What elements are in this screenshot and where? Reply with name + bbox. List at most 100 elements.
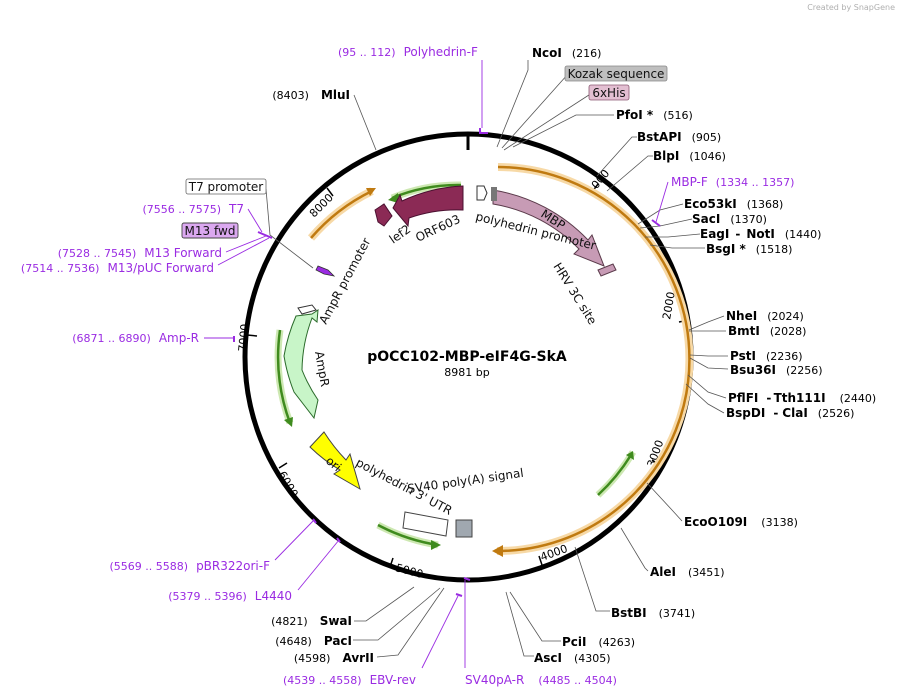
tick-label-6000: 6000 <box>275 469 300 500</box>
primer-mark-sv40pa-r[interactable] <box>463 577 471 581</box>
t7-promoter-label: T7 promoter <box>188 180 264 194</box>
tick-4000 <box>538 555 543 566</box>
leader-psti <box>689 354 728 357</box>
orange-arc-small-head[interactable] <box>366 188 376 196</box>
enzyme-eagi-noti[interactable]: EagI-NotI(1440) <box>700 227 821 241</box>
leader-l4440 <box>297 539 340 591</box>
leader-asci <box>505 591 534 657</box>
primer-mark-polyhedrin-f[interactable] <box>479 128 488 134</box>
orf603-label: ORF603 <box>413 212 462 245</box>
leader-t7-promoter <box>265 188 314 269</box>
m13-fwd-box[interactable] <box>181 222 239 239</box>
kozak-label: Kozak sequence <box>568 67 665 81</box>
enzyme-paci[interactable]: (4648)PacI <box>275 634 352 648</box>
orange-arc-head-large[interactable] <box>492 545 503 557</box>
primer-sv40pa-r[interactable]: SV40pA-R(4485 .. 4504) <box>465 673 617 687</box>
leader-bstbi <box>574 546 610 612</box>
enzyme-psti[interactable]: PstI(2236) <box>730 349 803 363</box>
enzyme-pflfi-tth111i[interactable]: PflFI-Tth111I(2440) <box>728 391 876 405</box>
enzyme-eco53ki[interactable]: Eco53kI(1368) <box>684 197 783 211</box>
enzyme-alei[interactable]: AleI(3451) <box>650 565 725 579</box>
primer-mark-mbp-f[interactable] <box>651 219 661 227</box>
tick-5000 <box>389 557 394 568</box>
leader-avrii <box>376 587 445 658</box>
green-arc-right-head[interactable] <box>626 451 634 460</box>
enzyme-asci[interactable]: AscI(4305) <box>534 651 611 665</box>
ampr-label: AmpR <box>312 350 332 388</box>
enzyme-bsgi[interactable]: BsgI *(1518) <box>706 242 792 256</box>
leader-nhei <box>688 315 725 331</box>
enzyme-bspdi-clai[interactable]: BspDI-ClaI(2526) <box>726 406 854 420</box>
enzyme-pfoi[interactable]: PfoI *(516) <box>616 108 693 122</box>
enzyme-ecoo109i[interactable]: EcoO109I(3138) <box>684 515 798 529</box>
m13-fwd-label: M13 fwd <box>185 224 236 238</box>
polyhedrin-utr-feature[interactable] <box>402 511 449 537</box>
mbp-feature[interactable] <box>492 189 605 267</box>
enzyme-mlui[interactable]: (8403)MluI <box>272 88 350 102</box>
enzyme-swai[interactable]: (4821)SwaI <box>271 614 352 628</box>
tick-6000 <box>278 462 288 469</box>
enzyme-saci[interactable]: SacI(1370) <box>692 212 767 226</box>
ampr-promoter-feature[interactable] <box>297 304 317 315</box>
enzyme-ncoi[interactable]: NcoI(216) <box>532 46 601 60</box>
primer-mark-l4440[interactable] <box>336 537 341 543</box>
primer-amp-r[interactable]: (6871 .. 6890)Amp-R <box>72 331 199 345</box>
hrv-3c-feature[interactable] <box>597 263 617 277</box>
leader-mlui <box>353 94 377 151</box>
primer-ebv-rev[interactable]: (4539 .. 4558)EBV-rev <box>283 673 416 687</box>
enzyme-bmti[interactable]: BmtI(2028) <box>728 324 806 338</box>
primer-mark-pbr322ori-f[interactable] <box>312 518 317 524</box>
leader-pfoi <box>512 114 614 148</box>
green-arc-top-head[interactable] <box>388 193 398 203</box>
primer-marks <box>233 128 661 597</box>
primer-pbr322ori-f[interactable]: (5569 .. 5588)pBR322ori-F <box>110 559 271 573</box>
enzyme-bstapi[interactable]: BstAPI(905) <box>637 130 721 144</box>
leader-bsu36i <box>689 357 729 370</box>
leader-ecoo109i <box>646 482 683 522</box>
primer-mbp-f[interactable]: MBP-F(1334 .. 1357) <box>671 175 794 189</box>
tick-8000 <box>326 187 334 197</box>
orf603-feature[interactable] <box>392 185 464 228</box>
ampr-feature[interactable] <box>283 309 319 420</box>
ampr-promoter-marker[interactable] <box>315 265 336 277</box>
leader-pcii <box>509 591 561 642</box>
ori-feature[interactable] <box>309 431 361 491</box>
lef2-feature[interactable] <box>374 203 393 227</box>
t7-promoter-box[interactable] <box>185 178 267 195</box>
leader-kozak <box>501 73 569 149</box>
orange-arc-small <box>310 189 373 239</box>
enzyme-blpi[interactable]: BlpI(1046) <box>653 149 726 163</box>
green-arc-bottom-head[interactable] <box>431 540 441 550</box>
enzyme-pcii[interactable]: PciI(4263) <box>562 635 635 649</box>
green-arc-left-head[interactable] <box>284 417 293 427</box>
lef2-label: lef2 <box>387 222 414 246</box>
tick-7000 <box>246 334 258 337</box>
ampr-promoter-label: AmpR promoter <box>316 236 373 327</box>
polyhedrin-promoter-feature[interactable] <box>476 185 488 201</box>
kozak-box[interactable] <box>564 65 668 82</box>
leader-m13-forward <box>225 235 267 253</box>
enzyme-bstbi[interactable]: BstBI(3741) <box>611 606 695 620</box>
leader-ncoi <box>496 60 529 148</box>
6xhis-box[interactable] <box>588 84 630 101</box>
enzyme-avrii[interactable]: (4598)AvrII <box>294 651 374 665</box>
primer-m13-puc-forward[interactable]: (7514 .. 7536)M13/pUC Forward <box>21 261 214 275</box>
tick-label-5000: 5000 <box>394 561 424 581</box>
primer-m13-forward[interactable]: (7528 .. 7545)M13 Forward <box>58 246 222 260</box>
primer-polyhedrin-f[interactable]: (95 .. 112)Polyhedrin-F <box>338 45 478 59</box>
primer-l4440[interactable]: (5379 .. 5396)L4440 <box>168 589 292 603</box>
primer-leaders <box>204 60 669 669</box>
sv40-feature[interactable] <box>455 519 473 538</box>
leader-blpi <box>606 155 653 192</box>
leader-mbp-f <box>655 181 669 223</box>
tick-label-2000: 2000 <box>660 291 678 321</box>
plasmid-name: pOCC102-MBP-eIF4G-SkA <box>367 349 567 365</box>
enzyme-nhei[interactable]: NheI(2024) <box>726 309 804 323</box>
leader-6xhis <box>503 92 593 151</box>
primer-mark-ebv-rev[interactable] <box>455 593 463 597</box>
enzyme-bsu36i[interactable]: Bsu36I(2256) <box>730 363 823 377</box>
primer-t7[interactable]: (7556 .. 7575)T7 <box>142 202 244 216</box>
primer-mark-t7[interactable] <box>257 231 273 239</box>
leader-t7 <box>247 208 263 233</box>
